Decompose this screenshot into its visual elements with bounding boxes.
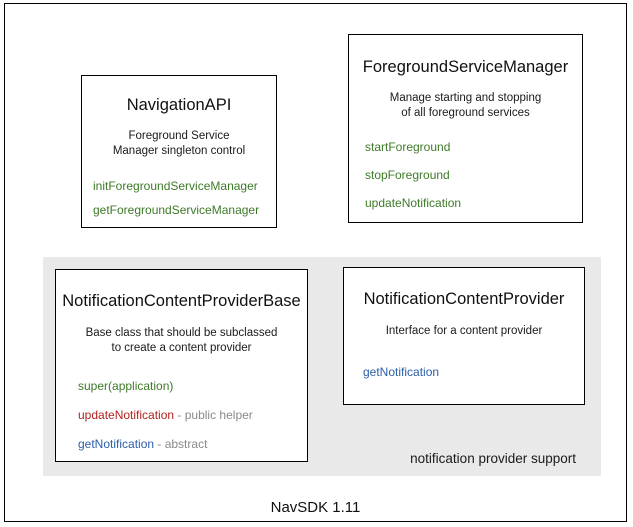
class-description: Base class that should be subclassed to c…: [56, 326, 307, 357]
class-member-list: getNotification: [344, 365, 584, 380]
class-description-line: Foreground Service: [128, 129, 230, 142]
footer-caption: NavSDK 1.11: [270, 499, 361, 516]
class-member-row[interactable]: getNotification - abstract: [78, 437, 307, 452]
diagram-outer-frame: notification provider support Navigation…: [4, 3, 627, 522]
class-member-name: initForegroundServiceManager: [93, 178, 258, 193]
class-description-line: Base class that should be subclassed: [85, 326, 278, 339]
class-member-name: getNotification: [363, 365, 440, 380]
class-description-line: to create a content provider: [111, 342, 252, 355]
class-title: NotificationContentProvider: [363, 290, 565, 308]
class-member-name: stopForeground: [365, 167, 450, 182]
class-member-name: getForegroundServiceManager: [93, 202, 260, 217]
class-member-row[interactable]: stopForeground: [365, 168, 582, 183]
class-member-note: - public helper: [174, 407, 253, 422]
class-member-list: startForeground stopForeground updateNotif…: [349, 140, 582, 211]
class-member-row[interactable]: updateNotification - public helper: [78, 408, 307, 423]
class-member-row[interactable]: getForegroundServiceManager: [93, 203, 276, 218]
class-description: Manage starting and stopping of all foreg…: [349, 91, 582, 122]
group-panel-label: notification provider support: [410, 451, 576, 466]
class-member-note: - abstract: [154, 436, 208, 451]
class-member-name: getNotification: [78, 436, 155, 451]
class-description-line: of all foreground services: [401, 107, 530, 120]
class-description-line: Interface for a content provider: [385, 324, 543, 337]
class-member-row[interactable]: super(application): [78, 379, 307, 394]
class-member-row[interactable]: getNotification: [363, 365, 584, 380]
class-member-list: super(application) updateNotification - p…: [56, 379, 307, 452]
class-title: NotificationContentProviderBase: [62, 292, 301, 310]
class-description: Interface for a content provider: [344, 324, 584, 340]
class-title: NavigationAPI: [126, 96, 232, 114]
class-member-row[interactable]: updateNotification: [365, 196, 582, 211]
class-member-name: startForeground: [365, 139, 451, 154]
class-description-line: Manage starting and stopping: [389, 91, 542, 104]
class-member-row[interactable]: initForegroundServiceManager: [93, 179, 276, 194]
class-title: ForegroundServiceManager: [362, 58, 569, 76]
class-member-name: super(application): [78, 378, 174, 393]
class-member-name: updateNotification: [78, 407, 175, 422]
class-member-row[interactable]: startForeground: [365, 140, 582, 155]
class-description-line: Manager singleton control: [112, 145, 246, 158]
class-member-name: updateNotification: [365, 195, 462, 210]
class-member-list: initForegroundServiceManager getForegroun…: [82, 179, 276, 218]
